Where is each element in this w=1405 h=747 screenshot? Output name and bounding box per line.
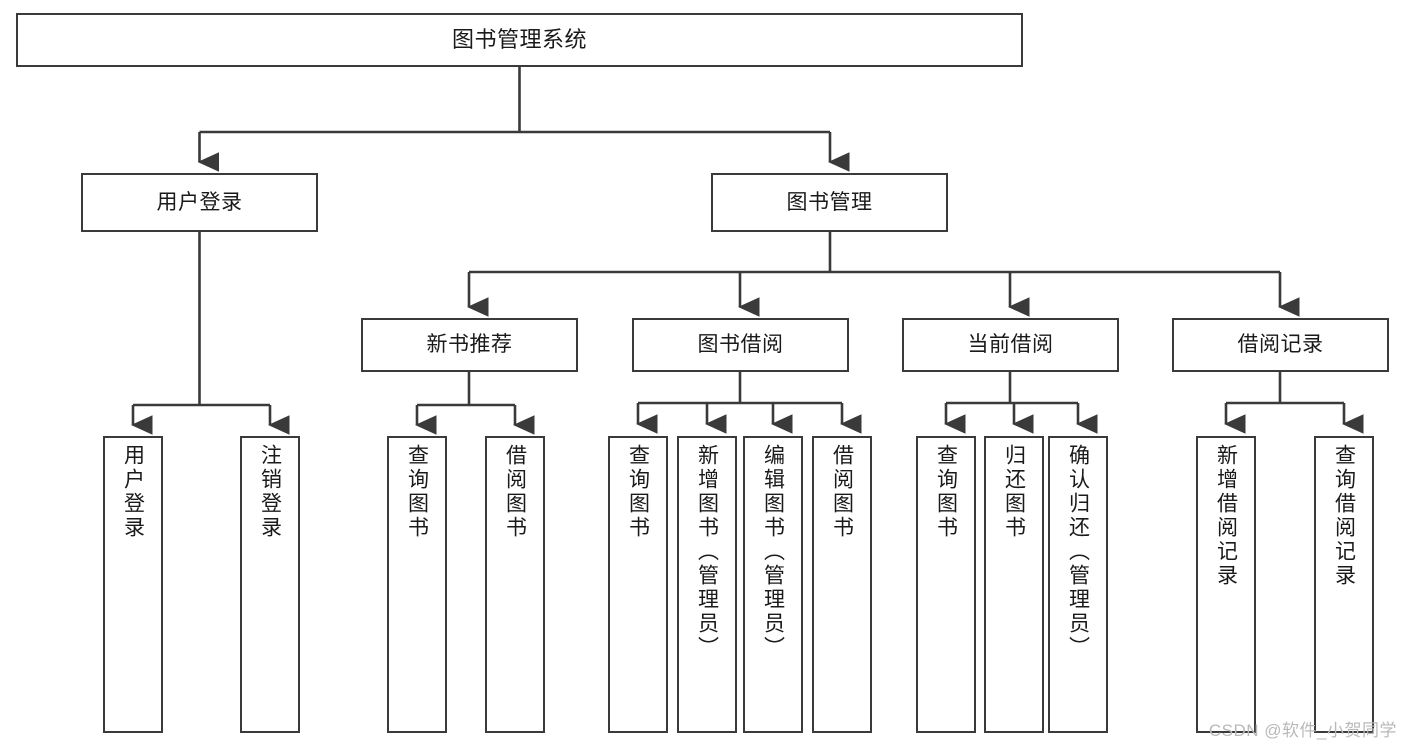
node-user-login[interactable]: 用户登录 bbox=[81, 173, 318, 232]
node-new-book-recommend-label: 新书推荐 bbox=[426, 333, 513, 357]
node-leaf-add-record[interactable]: 新增借阅记录 bbox=[1196, 436, 1256, 733]
node-leaf-borrow-book-2-label: 借阅图书 bbox=[830, 444, 854, 540]
node-leaf-edit-book[interactable]: 编辑图书（管理员） bbox=[743, 436, 803, 733]
node-leaf-return-book[interactable]: 归还图书 bbox=[984, 436, 1044, 733]
node-book-manage-label: 图书管理 bbox=[786, 190, 873, 214]
node-leaf-user-login[interactable]: 用户登录 bbox=[103, 436, 163, 733]
node-leaf-query-book-1-label: 查询图书 bbox=[405, 444, 429, 540]
node-leaf-query-book-1[interactable]: 查询图书 bbox=[387, 436, 447, 733]
node-leaf-logout-login-label: 注销登录 bbox=[258, 444, 282, 540]
node-book-manage[interactable]: 图书管理 bbox=[711, 173, 948, 232]
node-leaf-query-book-2-label: 查询图书 bbox=[626, 444, 650, 540]
node-leaf-add-record-label: 新增借阅记录 bbox=[1214, 444, 1238, 588]
node-leaf-borrow-book-2[interactable]: 借阅图书 bbox=[812, 436, 872, 733]
node-leaf-borrow-book-1-label: 借阅图书 bbox=[503, 444, 527, 540]
node-user-login-label: 用户登录 bbox=[156, 190, 243, 214]
node-root[interactable]: 图书管理系统 bbox=[16, 13, 1023, 67]
node-leaf-query-record-label: 查询借阅记录 bbox=[1332, 444, 1356, 588]
node-current-borrow[interactable]: 当前借阅 bbox=[902, 318, 1119, 372]
node-leaf-query-book-3-label: 查询图书 bbox=[934, 444, 958, 540]
node-leaf-add-book[interactable]: 新增图书（管理员） bbox=[677, 436, 737, 733]
node-borrow-record-label: 借阅记录 bbox=[1237, 333, 1324, 357]
node-current-borrow-label: 当前借阅 bbox=[967, 333, 1054, 357]
node-leaf-logout-login[interactable]: 注销登录 bbox=[240, 436, 300, 733]
node-leaf-query-book-2[interactable]: 查询图书 bbox=[608, 436, 668, 733]
node-book-borrow-label: 图书借阅 bbox=[697, 333, 784, 357]
node-leaf-borrow-book-1[interactable]: 借阅图书 bbox=[485, 436, 545, 733]
node-book-borrow[interactable]: 图书借阅 bbox=[632, 318, 849, 372]
node-leaf-return-book-label: 归还图书 bbox=[1002, 444, 1026, 540]
node-new-book-recommend[interactable]: 新书推荐 bbox=[361, 318, 578, 372]
node-leaf-query-record[interactable]: 查询借阅记录 bbox=[1314, 436, 1374, 733]
node-borrow-record[interactable]: 借阅记录 bbox=[1172, 318, 1389, 372]
node-root-label: 图书管理系统 bbox=[451, 26, 587, 52]
node-leaf-add-book-label: 新增图书（管理员） bbox=[695, 444, 719, 660]
node-leaf-confirm-return-label: 确认归还（管理员） bbox=[1066, 444, 1090, 660]
watermark-text: CSDN @软件_小贺同学 bbox=[1208, 721, 1397, 740]
node-leaf-query-book-3[interactable]: 查询图书 bbox=[916, 436, 976, 733]
node-leaf-edit-book-label: 编辑图书（管理员） bbox=[761, 444, 785, 660]
node-leaf-confirm-return[interactable]: 确认归还（管理员） bbox=[1048, 436, 1108, 733]
node-leaf-user-login-label: 用户登录 bbox=[121, 444, 145, 540]
